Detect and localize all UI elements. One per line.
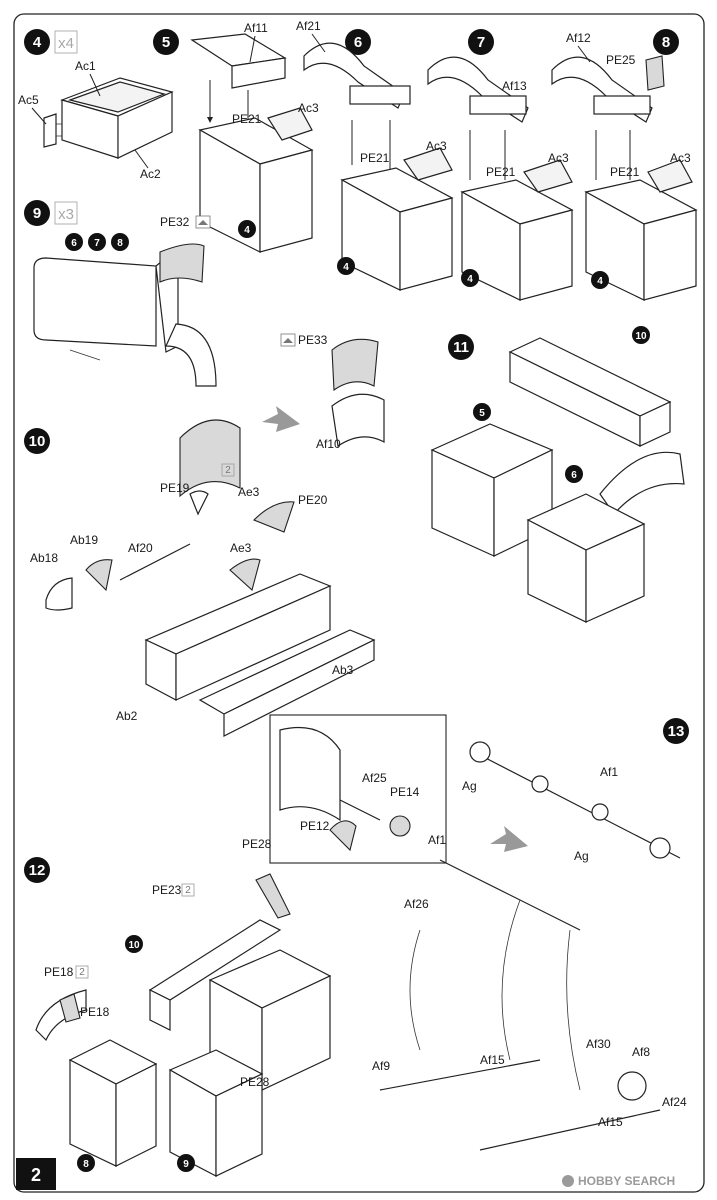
svg-text:Ae3: Ae3 [230, 541, 252, 555]
svg-text:Ac3: Ac3 [548, 151, 569, 165]
step-4-badge [24, 29, 50, 55]
svg-text:Af30: Af30 [586, 1037, 611, 1051]
svg-text:PE25: PE25 [606, 53, 636, 67]
svg-text:4: 4 [343, 262, 349, 273]
step-4-multiplier: x4 [58, 35, 74, 52]
svg-text:PE18: PE18 [80, 1005, 110, 1019]
watermark-logo-icon [562, 1175, 574, 1187]
step-12: 12 Af25 PE14 PE12 PE28 PE23 2 10 PE18 2 [24, 714, 447, 1177]
svg-text:Ae3: Ae3 [238, 485, 260, 499]
ammo-box-body [43, 77, 174, 159]
label-Ac5: Ac5 [18, 93, 39, 107]
svg-text:Af12: Af12 [566, 31, 591, 45]
svg-text:PE21: PE21 [360, 151, 390, 165]
part-Af10 [331, 393, 385, 448]
step-10: 10 PE19 Ae3 2 PE20 Ab19 Af20 Ab18 Ae3 Ab… [24, 419, 376, 737]
step-9: 9 x3 6 7 8 PE32 PE33 Af10 [24, 200, 385, 451]
svg-text:Ab2: Ab2 [116, 709, 138, 723]
svg-text:Ag: Ag [462, 779, 477, 793]
step-13: 13 Ag Af1 Ag Af1 Af26 Af30 Af8 Af9 Af15 … [372, 718, 689, 1151]
svg-text:Af25: Af25 [362, 771, 387, 785]
step-11: 11 10 5 6 [430, 326, 685, 623]
svg-text:PE32: PE32 [160, 215, 190, 229]
svg-text:Af15: Af15 [598, 1115, 623, 1129]
part-PE32 [159, 243, 205, 283]
svg-text:PE28: PE28 [242, 837, 272, 851]
svg-text:Ac3: Ac3 [670, 151, 691, 165]
svg-text:Af15: Af15 [480, 1053, 505, 1067]
svg-text:PE33: PE33 [298, 333, 328, 347]
svg-text:11: 11 [453, 339, 469, 356]
page-border [13, 13, 705, 1193]
svg-text:Ag: Ag [574, 849, 589, 863]
svg-text:Ac3: Ac3 [298, 101, 319, 115]
svg-text:PE14: PE14 [390, 785, 420, 799]
step-8: 8 Af12 PE25 PE21 Ac3 4 [551, 29, 698, 301]
svg-text:6: 6 [71, 238, 77, 249]
svg-text:8: 8 [662, 34, 670, 51]
part-Ac3 [267, 107, 313, 141]
svg-text:Af9: Af9 [372, 1059, 390, 1073]
svg-text:PE23: PE23 [152, 883, 182, 897]
svg-text:Af24: Af24 [662, 1095, 687, 1109]
svg-text:13: 13 [668, 723, 685, 740]
svg-text:Af8: Af8 [632, 1045, 650, 1059]
step-5: 5 Af11 PE21 Ac3 4 [153, 21, 319, 253]
step-6: 6 Af21 PE21 Ac3 4 [296, 19, 454, 291]
svg-text:Ab3: Ab3 [332, 663, 354, 677]
svg-text:8: 8 [83, 1159, 89, 1170]
svg-text:8: 8 [117, 238, 123, 249]
svg-text:7: 7 [94, 238, 100, 249]
svg-text:PE21: PE21 [610, 165, 640, 179]
page-number: 2 [31, 1165, 41, 1185]
svg-text:Af20: Af20 [128, 541, 153, 555]
svg-text:2: 2 [225, 465, 231, 476]
svg-text:PE12: PE12 [300, 819, 330, 833]
svg-text:PE20: PE20 [298, 493, 328, 507]
svg-text:6: 6 [354, 34, 362, 51]
svg-text:9: 9 [33, 205, 41, 222]
svg-text:10: 10 [128, 940, 140, 951]
svg-text:Af10: Af10 [316, 437, 341, 451]
step-4: 4 x4 Ac1 Ac5 Ac2 [18, 29, 174, 181]
svg-text:4: 4 [244, 225, 250, 236]
svg-text:10: 10 [29, 433, 46, 450]
svg-text:Af26: Af26 [404, 897, 429, 911]
svg-text:PE19: PE19 [160, 481, 190, 495]
svg-text:5: 5 [479, 408, 485, 419]
svg-text:Ab18: Ab18 [30, 551, 58, 565]
svg-text:PE18: PE18 [44, 965, 74, 979]
label-Ac1: Ac1 [75, 59, 96, 73]
svg-text:PE28: PE28 [240, 1075, 270, 1089]
svg-text:6: 6 [571, 470, 577, 481]
svg-text:x3: x3 [58, 206, 74, 223]
svg-text:PE21: PE21 [486, 165, 516, 179]
svg-text:Af21: Af21 [296, 19, 321, 33]
svg-text:12: 12 [29, 862, 46, 879]
svg-text:4: 4 [467, 274, 473, 285]
svg-text:9: 9 [183, 1159, 189, 1170]
watermark: HOBBY SEARCH [578, 1174, 675, 1188]
step-7: 7 Af13 PE21 Ac3 4 [427, 29, 574, 301]
label-Ac2: Ac2 [140, 167, 161, 181]
svg-text:10: 10 [635, 331, 647, 342]
svg-text:2: 2 [185, 885, 191, 896]
svg-text:Af1: Af1 [428, 833, 446, 847]
svg-text:Af11: Af11 [244, 21, 268, 35]
svg-text:Af1: Af1 [600, 765, 618, 779]
svg-text:7: 7 [477, 34, 485, 51]
svg-text:Ab19: Ab19 [70, 533, 98, 547]
arrow-left-icon [262, 406, 300, 432]
step-4-number: 4 [33, 34, 42, 51]
page-number-box [16, 1158, 56, 1190]
part-PE25 [645, 55, 665, 91]
step-5-number: 5 [162, 34, 170, 51]
svg-text:Af13: Af13 [502, 79, 527, 93]
svg-text:4: 4 [597, 276, 603, 287]
svg-text:PE21: PE21 [232, 112, 262, 126]
svg-text:Ac3: Ac3 [426, 139, 447, 153]
svg-text:2: 2 [79, 967, 85, 978]
